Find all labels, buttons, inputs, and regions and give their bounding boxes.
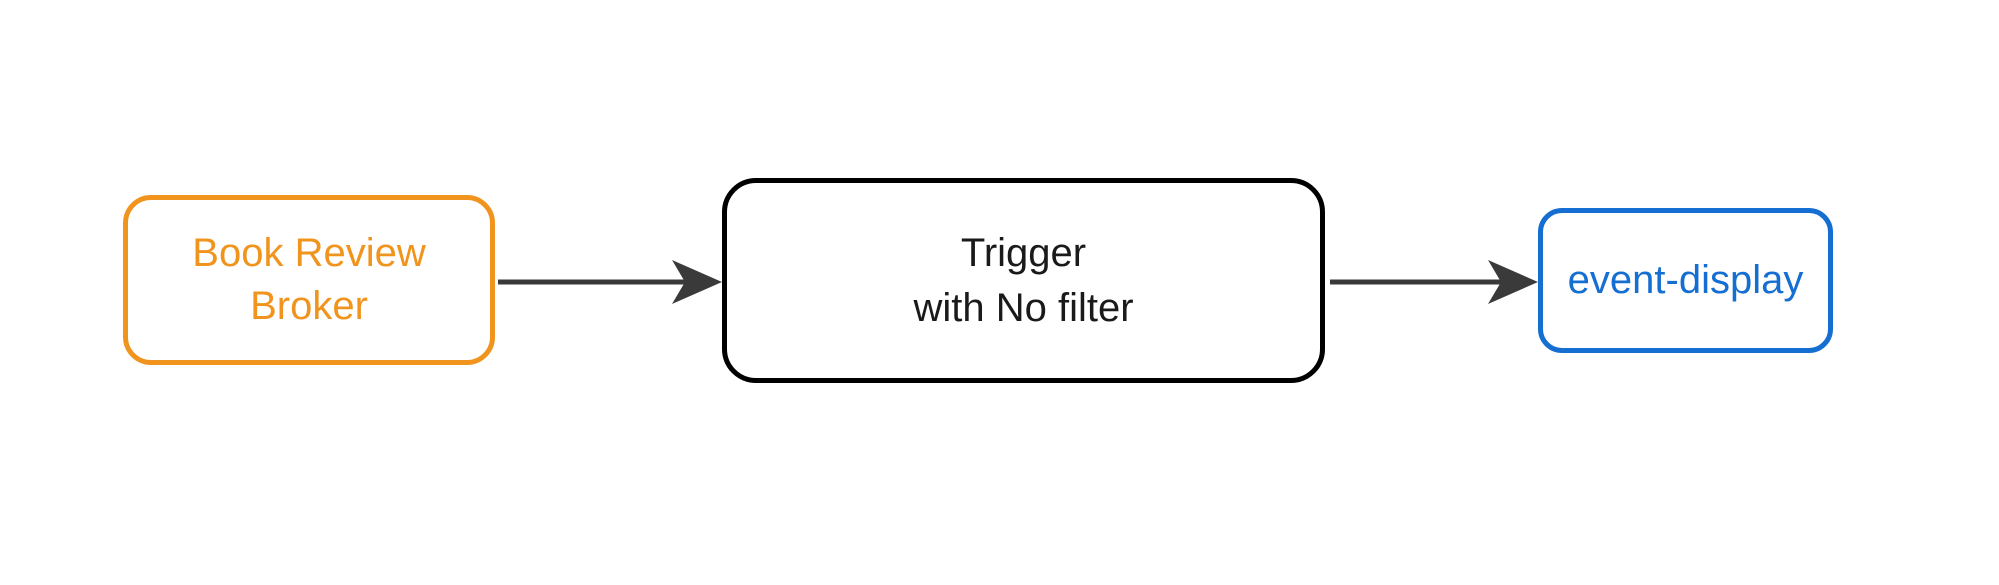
node-label-line-1: event-display <box>1567 258 1804 302</box>
arrowhead-icon <box>1488 260 1538 304</box>
node-label-line-2: Broker <box>250 284 368 328</box>
node-book-review-broker-label: Book Review Broker <box>192 227 425 333</box>
node-trigger-with-no-filter: Trigger with No filter <box>722 178 1325 383</box>
node-event-display: event-display <box>1538 208 1833 353</box>
node-label-line-1: Trigger <box>960 230 1087 275</box>
edge-broker-to-trigger <box>498 260 722 304</box>
node-label-line-2: with No filter <box>913 285 1134 330</box>
arrowhead-icon <box>672 260 722 304</box>
node-trigger-label: Trigger with No filter <box>913 226 1133 336</box>
node-book-review-broker: Book Review Broker <box>123 195 495 365</box>
node-label-line-1: Book Review <box>192 231 426 275</box>
node-event-display-label: event-display <box>1568 254 1804 307</box>
edge-trigger-to-event-display <box>1330 260 1538 304</box>
